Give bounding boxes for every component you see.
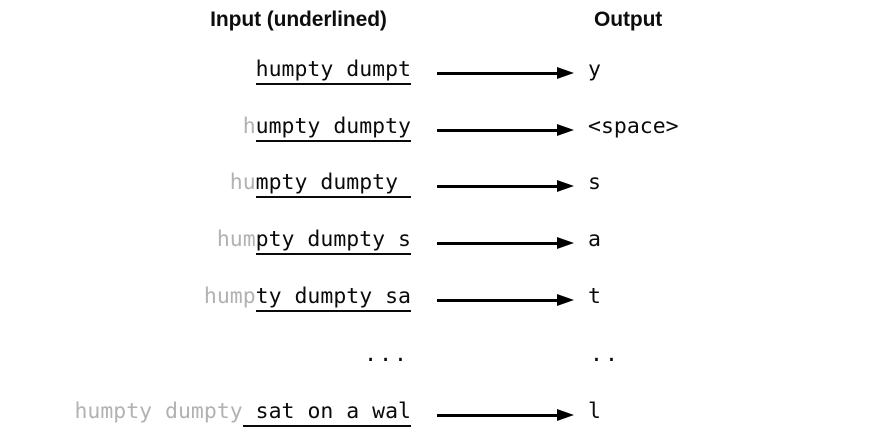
example-row: humpty dumpt y — [0, 50, 875, 90]
arrow-right-icon — [437, 180, 577, 194]
example-row: humpty dumpty sa t — [0, 277, 875, 317]
example-row: humpty dumpty s — [0, 163, 875, 203]
output-token: <space> — [588, 114, 679, 139]
arrow-shaft — [437, 129, 561, 133]
example-row: humpty dumpty s a — [0, 220, 875, 260]
active-window-text: ty dumpty sa — [255, 284, 411, 312]
output-token: y — [588, 57, 601, 82]
arrow-shaft — [437, 242, 561, 246]
arrow-shaft — [437, 299, 561, 303]
active-window-text: humpty dumpt — [255, 57, 411, 85]
arrow-shaft — [437, 185, 561, 189]
dropped-context-text: hu — [229, 170, 256, 195]
ellipsis-row: ..... — [0, 335, 875, 375]
active-window-text: mpty dumpty — [255, 170, 411, 198]
input-sequence: humpty dumpty s — [0, 220, 411, 260]
arrow-head — [557, 409, 574, 421]
input-sequence: humpty dumpty — [0, 163, 411, 203]
input-sequence: humpty dumpty sat on a wal — [0, 392, 411, 432]
output-token: t — [588, 284, 601, 309]
arrow-shaft — [437, 414, 561, 418]
input-sequence: humpty dumpty — [0, 107, 411, 147]
column-headers: Input (underlined) Output — [0, 8, 875, 36]
arrow-head — [557, 67, 574, 79]
output-ellipsis: .. — [590, 342, 620, 367]
arrow-head — [557, 124, 574, 136]
output-token: a — [588, 227, 601, 252]
active-window-text: sat on a wal — [242, 399, 411, 427]
arrow-right-icon — [437, 67, 577, 81]
input-sequence: humpty dumpt — [0, 50, 411, 90]
dropped-context-text: humpty dumpty — [74, 399, 243, 424]
input-ellipsis: ... — [364, 342, 409, 367]
output-token: l — [588, 399, 601, 424]
dropped-context-text: hump — [203, 284, 256, 309]
arrow-head — [557, 237, 574, 249]
arrow-right-icon — [437, 124, 577, 138]
example-row: humpty dumpty <space> — [0, 107, 875, 147]
example-row: humpty dumpty sat on a wal l — [0, 392, 875, 432]
arrow-shaft — [437, 72, 561, 76]
arrow-right-icon — [437, 409, 577, 423]
arrow-right-icon — [437, 237, 577, 251]
arrow-head — [557, 180, 574, 192]
output-column-header: Output — [594, 8, 663, 31]
input-column-header: Input (underlined) — [210, 8, 387, 31]
dropped-context-text: hum — [216, 227, 256, 252]
input-sequence: humpty dumpty sa — [0, 277, 411, 317]
arrow-right-icon — [437, 294, 577, 308]
output-token: s — [588, 170, 601, 195]
active-window-text: pty dumpty s — [255, 227, 411, 255]
active-window-text: umpty dumpty — [255, 114, 411, 142]
dropped-context-text: h — [242, 114, 256, 139]
arrow-head — [557, 294, 574, 306]
